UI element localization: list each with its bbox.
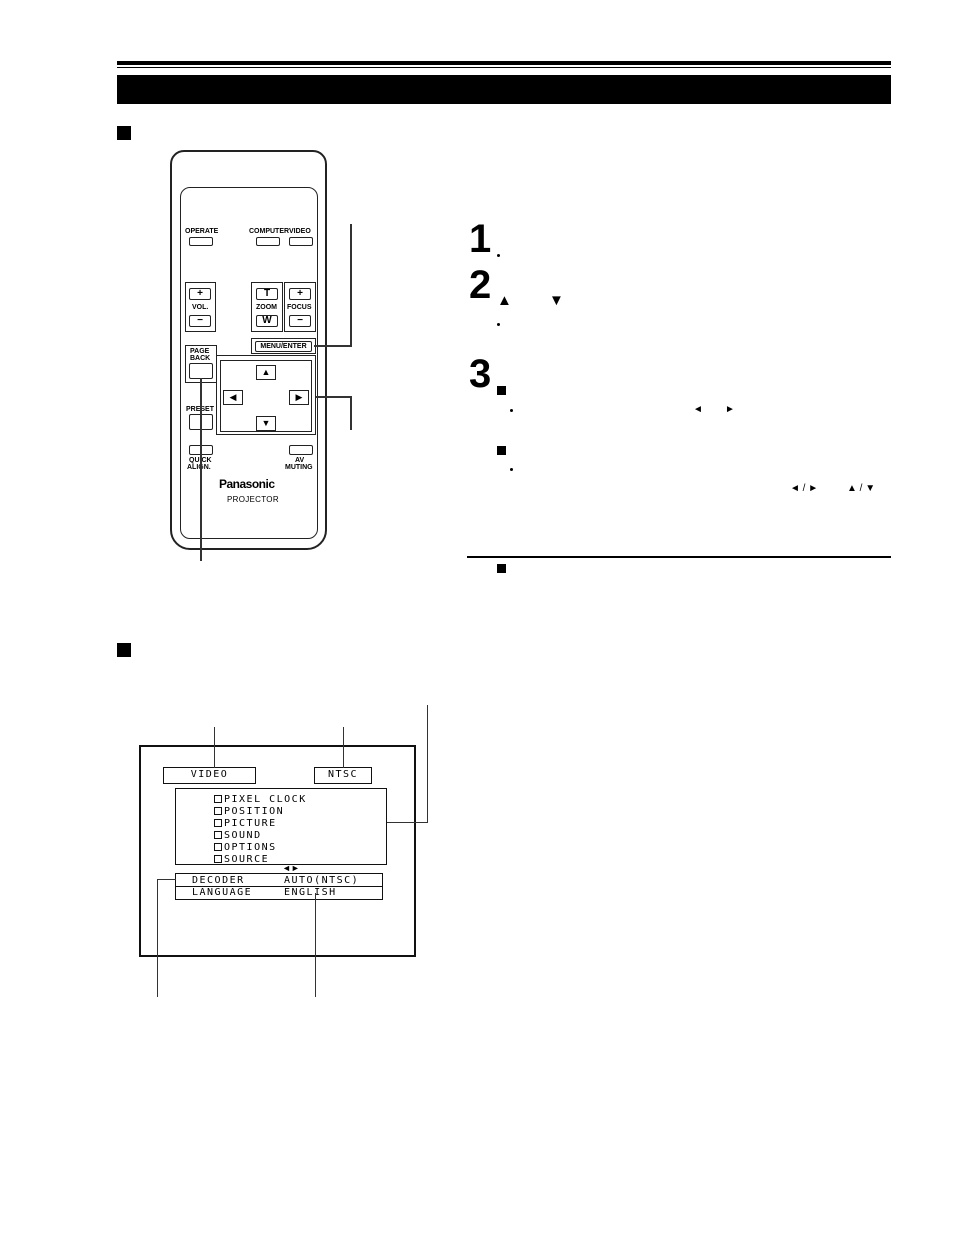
focus-minus-button[interactable]: −: [289, 315, 311, 327]
arrow-left-button[interactable]: ◀: [223, 390, 243, 405]
section-marker-menu: [117, 643, 131, 657]
title-bar: [117, 75, 891, 104]
callout-menu-vertical: [427, 705, 428, 823]
osd-settings-divider: [176, 886, 382, 887]
menu-page-icon: [214, 843, 222, 851]
top-rule: [117, 61, 891, 65]
computer-label: COMPUTER: [249, 228, 290, 235]
page-back-button[interactable]: [189, 363, 213, 379]
menu-page-icon: [214, 831, 222, 839]
osd-menu-item[interactable]: PIXEL CLOCK: [214, 794, 307, 806]
av-muting-label-1: AV: [295, 457, 305, 464]
osd-setting-label-decoder: DECODER: [192, 875, 245, 886]
step-3-sub-a-bullet: [510, 409, 513, 412]
callout-page-back: [200, 378, 202, 561]
note-divider: [467, 556, 891, 558]
operate-label: OPERATE: [185, 228, 219, 235]
callout-input: [214, 727, 215, 768]
arrow-down-button[interactable]: ▼: [256, 416, 276, 431]
video-label: VIDEO: [289, 228, 311, 235]
osd-nav-arrows: ◄►: [282, 863, 300, 873]
osd-setting-value-language[interactable]: ENGLISH: [284, 887, 337, 898]
focus-label: FOCUS: [287, 304, 312, 311]
osd-menu-item[interactable]: SOURCE: [214, 854, 307, 866]
callout-decoder-horizontal: [157, 879, 176, 880]
arrow-up-button[interactable]: ▲: [256, 365, 276, 380]
page-back-label-1: PAGE: [190, 348, 210, 355]
volume-up-button[interactable]: +: [189, 288, 211, 300]
zoom-tele-button[interactable]: T: [256, 288, 278, 300]
arrow-pad-highlight: [216, 355, 316, 435]
step-2-number: 2: [469, 263, 491, 307]
menu-page-icon: [214, 807, 222, 815]
osd-menu-item[interactable]: PICTURE: [214, 818, 307, 830]
osd-menu-item[interactable]: SOUND: [214, 830, 307, 842]
av-muting-label-2: MUTING: [285, 464, 313, 471]
video-button[interactable]: [289, 237, 313, 246]
quick-align-label-2: ALIGN.: [187, 464, 211, 471]
zoom-wide-button[interactable]: W: [256, 315, 278, 327]
computer-button[interactable]: [256, 237, 280, 246]
step-3-left-arrow: ◄: [693, 404, 703, 415]
projector-label: PROJECTOR: [227, 495, 279, 504]
step-3-sub-b-marker: [497, 446, 506, 455]
step-3-sub-a-marker: [497, 386, 506, 395]
callout-decoder-vertical: [157, 879, 158, 997]
menu-page-icon: [214, 855, 222, 863]
operate-button[interactable]: [189, 237, 213, 246]
volume-down-button[interactable]: −: [189, 315, 211, 327]
volume-group: [185, 282, 216, 332]
osd-settings-box: DECODER AUTO(NTSC) LANGUAGE ENGLISH: [175, 873, 383, 900]
menu-enter-button[interactable]: MENU/ENTER: [255, 341, 312, 352]
menu-page-icon: [214, 795, 222, 803]
volume-label: VOL.: [192, 304, 209, 311]
osd-menu-item[interactable]: POSITION: [214, 806, 307, 818]
osd-setting-label-language: LANGUAGE: [192, 887, 253, 898]
brand-logo: Panasonic: [219, 477, 275, 491]
arrow-pad: [220, 360, 312, 432]
callout-language: [315, 893, 316, 997]
step-1-bullet: [497, 254, 500, 257]
note-marker: [497, 564, 506, 573]
page-back-label-2: BACK: [190, 355, 211, 362]
section-marker-remote: [117, 126, 131, 140]
menu-page-icon: [214, 819, 222, 827]
step-1-number: 1: [469, 217, 491, 261]
top-rule-thin: [117, 67, 891, 68]
zoom-label: ZOOM: [256, 304, 277, 311]
focus-plus-button[interactable]: +: [289, 288, 311, 300]
av-muting-button[interactable]: [289, 445, 313, 455]
step-3-sub-b-bullet: [510, 468, 513, 471]
callout-menu-enter-horizontal: [314, 345, 352, 347]
osd-setting-value-decoder[interactable]: AUTO(NTSC): [284, 875, 360, 886]
osd-menu-list: PIXEL CLOCK POSITION PICTURE SOUND OPTIO…: [175, 788, 387, 865]
callout-menu-horizontal: [387, 822, 428, 823]
osd-menu-item[interactable]: OPTIONS: [214, 842, 307, 854]
osd-input-box: VIDEO: [163, 767, 256, 784]
step-2-up-arrow: ▲: [497, 292, 512, 309]
step-2-bullet: [497, 323, 500, 326]
osd-screen: [139, 745, 416, 957]
step-3-up-down-arrows: ▲ / ▼: [847, 483, 876, 494]
step-2-down-arrow: ▼: [549, 292, 564, 309]
callout-arrows-horizontal: [316, 396, 352, 398]
callout-arrows-vertical: [350, 396, 352, 430]
focus-group: [284, 282, 316, 332]
osd-menu-items: PIXEL CLOCK POSITION PICTURE SOUND OPTIO…: [214, 794, 307, 866]
osd-signal-box: NTSC: [314, 767, 372, 784]
step-3-number: 3: [469, 352, 491, 396]
step-3-right-arrow: ►: [725, 404, 735, 415]
callout-menu-enter-vertical: [350, 224, 352, 347]
step-3-left-right-arrows: ◄ / ►: [790, 483, 819, 494]
callout-signal: [343, 727, 344, 768]
remote-panel: [180, 187, 318, 539]
zoom-group: [251, 282, 283, 332]
arrow-right-button[interactable]: ▶: [289, 390, 309, 405]
